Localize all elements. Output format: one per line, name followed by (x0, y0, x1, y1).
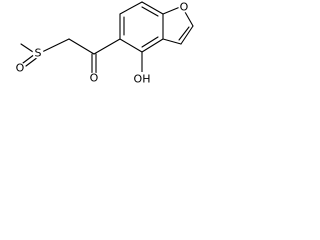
bond-furan-o-c2 (184, 11, 194, 27)
bond-ring-inner-3 (141, 36, 159, 48)
atom-furan-oxygen: O (178, 1, 190, 14)
bond-ring-c4-c5 (119, 38, 143, 53)
atom-sulfur: S (32, 47, 44, 60)
bond-ring-c7-c7a (141, 1, 164, 15)
bond-sulfur-oxygen-1 (22, 53, 36, 64)
sulfur-label: S (35, 47, 42, 60)
bond-sulfur-oxygen-2 (25, 56, 39, 67)
bond-furan-c2-c3 (180, 25, 194, 45)
bond-ring-inner-2 (141, 6, 159, 17)
atom-ketone-oxygen: O (88, 72, 100, 85)
atom-hydroxyl: OH (132, 72, 153, 86)
bond-furan-c2-c3-inner (178, 26, 190, 41)
furan-oxygen-label: O (180, 1, 189, 14)
bond-methylene-carbonyl (68, 38, 95, 55)
bond-carbonyl-ring (93, 38, 121, 55)
ketone-oxygen-label: O (90, 72, 99, 85)
bond-ring-c3a-c4 (141, 38, 164, 53)
hydroxyl-label: OH (134, 73, 151, 86)
bond-furan-c7a-o (162, 6, 181, 15)
bond-ring-c6-c7 (119, 1, 143, 15)
bond-methyl-sulfur (20, 43, 34, 53)
bond-sulfur-methylene (41, 38, 70, 53)
benzofuran-ketone-structure: S O O O OH (14, 1, 194, 86)
bond-furan-c3-c3a (162, 38, 182, 45)
sulfoxide-oxygen-label: O (16, 62, 25, 75)
atom-sulfoxide-oxygen: O (14, 62, 26, 75)
